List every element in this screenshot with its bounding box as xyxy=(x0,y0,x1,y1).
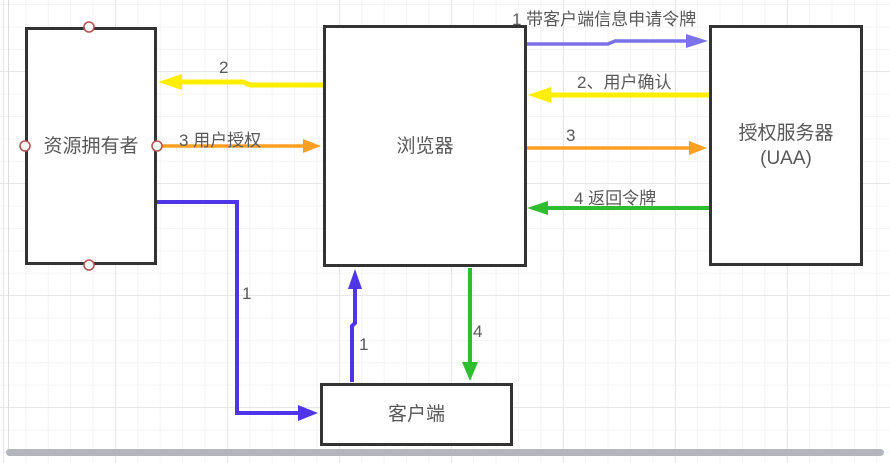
edge-label-step3-browser-to-auth[interactable]: 3 xyxy=(566,126,576,145)
node-client[interactable]: 客户端 xyxy=(320,383,513,446)
arrowhead-up-icon xyxy=(348,269,362,289)
node-auth-server-sublabel: (UAA) xyxy=(760,147,812,169)
node-browser-label: 浏览器 xyxy=(396,135,454,157)
edge-step1-browser-to-auth[interactable] xyxy=(527,34,708,48)
arrowhead-left-icon xyxy=(158,74,182,90)
horizontal-scrollbar[interactable] xyxy=(6,449,884,456)
arrowhead-left-icon xyxy=(527,201,548,215)
arrowhead-right-icon xyxy=(686,34,708,48)
edge-label-step1-owner-to-client[interactable]: 1 xyxy=(242,284,252,303)
edge-step1-owner-to-client[interactable] xyxy=(157,200,318,421)
edge-step3-browser-to-auth[interactable] xyxy=(527,141,707,155)
node-auth-server-label: 授权服务器 xyxy=(738,122,834,144)
arrowhead-right-icon xyxy=(298,405,318,421)
arrowhead-right-icon xyxy=(689,141,707,155)
node-browser[interactable]: 浏览器 xyxy=(323,25,527,267)
node-resource-owner[interactable]: 资源拥有者 xyxy=(25,27,157,265)
edge-step1-client-to-browser[interactable] xyxy=(348,269,362,382)
arrowhead-right-icon xyxy=(303,139,321,153)
edge-label-step1-client-to-browser[interactable]: 1 xyxy=(359,335,369,354)
edge-label-step1-request-token[interactable]: 1 带客户端信息申请令牌 xyxy=(512,10,697,29)
node-client-label: 客户端 xyxy=(387,404,445,425)
edge-label-step2-user-confirm[interactable]: 2、用户确认 xyxy=(577,73,672,92)
edge-step2-browser-to-owner[interactable] xyxy=(158,74,323,90)
page-boundary-line xyxy=(8,0,9,449)
edge-label-step2-browser-to-owner[interactable]: 2 xyxy=(219,58,229,77)
edge-label-step3-user-authorize[interactable]: 3 用户授权 xyxy=(179,131,262,150)
edge-label-step4-return-token[interactable]: 4 返回令牌 xyxy=(574,189,657,208)
node-resource-owner-label: 资源拥有者 xyxy=(43,135,139,157)
arrowhead-left-icon xyxy=(528,87,551,103)
node-auth-server[interactable]: 授权服务器 (UAA) xyxy=(709,25,863,266)
arrowhead-down-icon xyxy=(462,362,478,381)
edge-label-step4-browser-to-client[interactable]: 4 xyxy=(473,322,483,341)
